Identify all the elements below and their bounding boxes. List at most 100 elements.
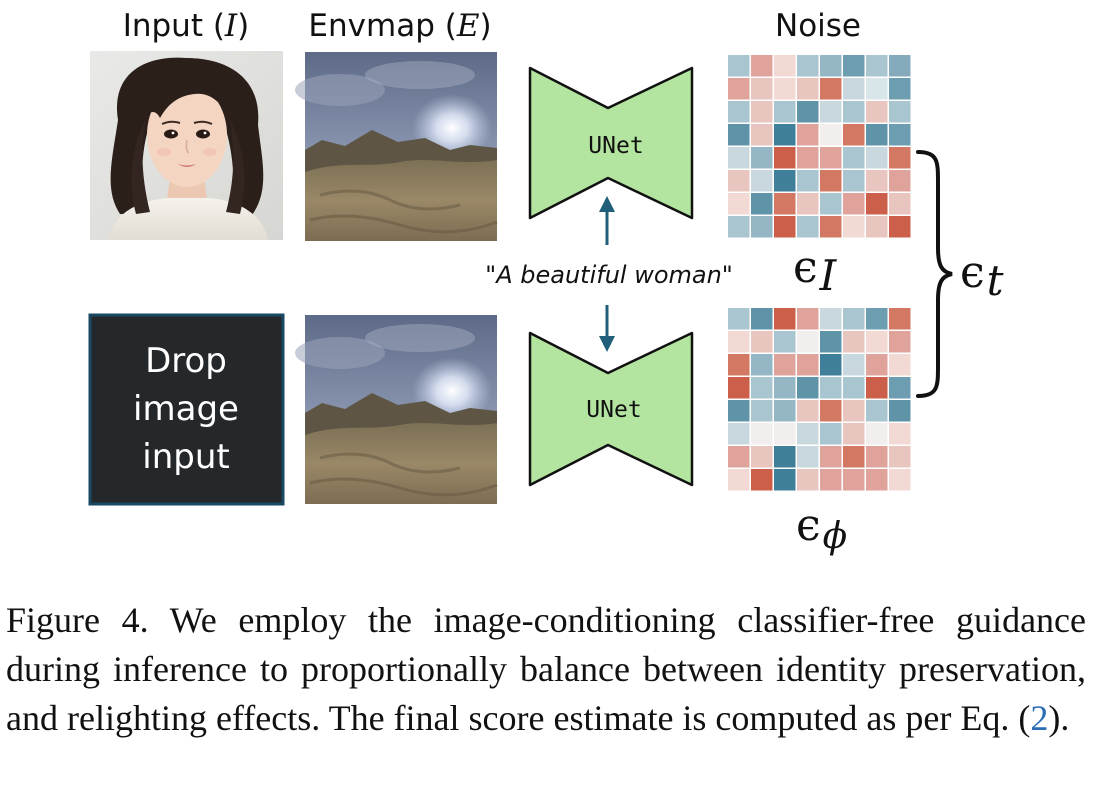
noise-cell: [889, 400, 911, 422]
noise-cell: [889, 423, 911, 445]
noise-cell: [843, 354, 865, 376]
noise-cell: [774, 400, 796, 422]
noise-cell: [797, 55, 819, 77]
caption-text: Figure 4. We employ the image-conditioni…: [6, 600, 1086, 738]
noise-cell: [889, 124, 911, 146]
unet-label-bottom: UNet: [586, 397, 641, 423]
noise-cell: [728, 124, 750, 146]
noise-cell: [774, 377, 796, 399]
noise-cell: [751, 170, 773, 192]
noise-cell: [889, 170, 911, 192]
noise-cell: [751, 193, 773, 215]
noise-cell: [843, 193, 865, 215]
noise-cell: [843, 377, 865, 399]
text-prompt: "A beautiful woman": [485, 261, 733, 289]
noise-cell: [774, 78, 796, 100]
noise-cell: [797, 124, 819, 146]
noise-cell: [843, 101, 865, 123]
noise-cell: [889, 469, 911, 491]
noise-cell: [728, 308, 750, 330]
noise-cell: [889, 354, 911, 376]
noise-cell: [728, 101, 750, 123]
noise-cell: [889, 193, 911, 215]
noise-cell: [751, 147, 773, 169]
figure-caption: Figure 4. We employ the image-conditioni…: [6, 596, 1086, 743]
noise-cell: [774, 101, 796, 123]
noise-cell: [728, 354, 750, 376]
noise-cell: [751, 469, 773, 491]
noise-cell: [843, 55, 865, 77]
noise-cell: [889, 216, 911, 238]
noise-cell: [843, 170, 865, 192]
noise-cell: [774, 308, 796, 330]
drop-image-input[interactable]: Drop image input: [88, 313, 285, 506]
noise-grid-top: [728, 55, 911, 238]
noise-cell: [820, 446, 842, 468]
noise-cell: [751, 354, 773, 376]
noise-cell: [820, 193, 842, 215]
noise-cell: [797, 101, 819, 123]
noise-cell: [843, 216, 865, 238]
noise-cell: [820, 308, 842, 330]
equation-link[interactable]: 2: [1030, 698, 1049, 738]
noise-cell: [797, 147, 819, 169]
noise-cell: [774, 331, 796, 353]
drop-label-line2: image: [133, 389, 239, 429]
noise-cell: [843, 308, 865, 330]
noise-cell: [751, 400, 773, 422]
noise-cell: [774, 216, 796, 238]
noise-cell: [774, 193, 796, 215]
noise-cell: [751, 377, 773, 399]
noise-header: Noise: [775, 8, 861, 44]
noise-cell: [889, 101, 911, 123]
noise-cell: [774, 469, 796, 491]
noise-cell: [843, 423, 865, 445]
input-header: Input (I): [123, 8, 250, 44]
envmap-image-bottom: [295, 315, 498, 504]
noise-cell: [751, 331, 773, 353]
unet-block-bottom: UNet: [528, 331, 694, 487]
noise-cell: [728, 170, 750, 192]
noise-cell: [820, 377, 842, 399]
noise-cell: [820, 78, 842, 100]
noise-cell: [751, 124, 773, 146]
noise-cell: [820, 216, 842, 238]
noise-cell: [774, 124, 796, 146]
noise-cell: [820, 147, 842, 169]
noise-cell: [820, 124, 842, 146]
noise-cell: [797, 354, 819, 376]
epsilon-i-label: ϵI: [793, 242, 838, 300]
noise-cell: [866, 354, 888, 376]
noise-cell: [820, 423, 842, 445]
noise-cell: [866, 124, 888, 146]
noise-cell: [751, 216, 773, 238]
envmap-header: Envmap (E): [308, 8, 491, 44]
noise-cell: [820, 469, 842, 491]
noise-cell: [866, 78, 888, 100]
noise-cell: [843, 400, 865, 422]
noise-cell: [797, 78, 819, 100]
noise-cell: [843, 446, 865, 468]
noise-cell: [728, 331, 750, 353]
noise-cell: [774, 423, 796, 445]
noise-cell: [728, 78, 750, 100]
noise-cell: [889, 55, 911, 77]
noise-cell: [797, 377, 819, 399]
noise-cell: [843, 469, 865, 491]
noise-cell: [866, 193, 888, 215]
noise-cell: [728, 147, 750, 169]
envmap-image-top: [295, 52, 498, 241]
noise-cell: [797, 446, 819, 468]
noise-cell: [774, 55, 796, 77]
noise-cell: [728, 377, 750, 399]
noise-cell: [797, 170, 819, 192]
noise-cell: [728, 446, 750, 468]
noise-cell: [866, 55, 888, 77]
noise-cell: [797, 331, 819, 353]
noise-grid-bottom: [728, 308, 911, 491]
input-portrait-image: [90, 51, 283, 240]
noise-cell: [797, 400, 819, 422]
noise-cell: [889, 78, 911, 100]
noise-cell: [866, 101, 888, 123]
noise-cell: [728, 216, 750, 238]
